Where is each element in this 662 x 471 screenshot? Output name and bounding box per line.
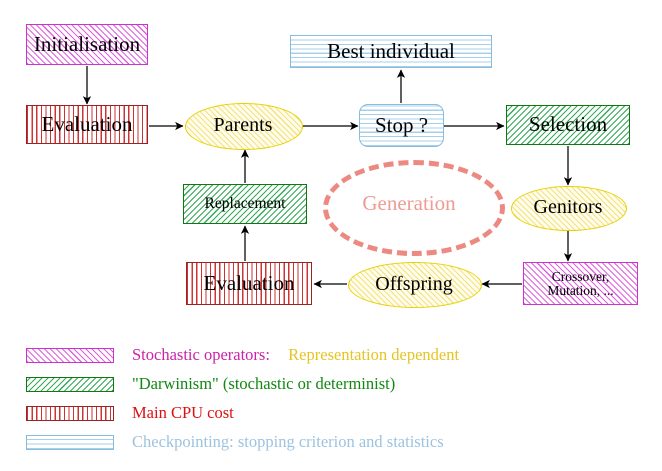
node-evaluation-bottom[interactable]: Evaluation: [186, 262, 312, 305]
node-stop[interactable]: Stop ?: [359, 104, 444, 147]
legend-label-representation-dependent: Representation dependent: [288, 345, 460, 364]
legend-row-checkpointing: Checkpointing: stopping criterion and st…: [0, 429, 640, 455]
node-replacement[interactable]: Replacement: [183, 184, 307, 224]
node-crossover-label-line1: Crossover,: [551, 268, 610, 284]
node-best-individual[interactable]: Best individual: [290, 35, 492, 68]
legend-swatch-blue-horizontal-hatch: [26, 434, 114, 450]
legend-row-stochastic-operators: Stochastic operators: Representation dep…: [0, 342, 640, 368]
genitors-ellipse-shape: [511, 186, 627, 231]
legend-swatch-red-vertical-hatch: [26, 405, 114, 421]
node-replacement-label: Replacement: [204, 195, 286, 213]
legend-label-stochastic-operators: Stochastic operators:: [132, 345, 270, 364]
node-parents[interactable]: Parents: [185, 103, 303, 150]
node-genitors-label: Genitors: [533, 196, 603, 218]
node-evaluation-top[interactable]: Evaluation: [26, 105, 148, 144]
node-evaluation-bottom-label: Evaluation: [203, 270, 295, 295]
node-evaluation-top-label: Evaluation: [41, 111, 133, 136]
node-crossover-label-line2: Mutation, ...: [547, 282, 614, 298]
node-initialisation-label: Initialisation: [33, 31, 141, 56]
legend-swatch-green-diagonal-hatch: [26, 376, 114, 392]
node-offspring-label: Offspring: [375, 272, 453, 295]
offspring-ellipse-shape: [348, 262, 482, 308]
legend-label-darwinism: "Darwinism" (stochastic or determinist): [132, 374, 396, 393]
node-parents-label: Parents: [213, 114, 273, 136]
node-selection[interactable]: Selection: [506, 105, 630, 145]
node-selection-label: Selection: [528, 112, 608, 137]
parents-ellipse-shape: [185, 103, 303, 150]
node-best-individual-label: Best individual: [327, 38, 455, 63]
legend-label-main-cpu-cost: Main CPU cost: [132, 403, 234, 422]
node-generation-loop: Generation: [323, 160, 505, 256]
legend-row-main-cpu-cost: Main CPU cost: [0, 400, 640, 426]
legend-row-darwinism: "Darwinism" (stochastic or determinist): [0, 371, 640, 397]
node-stop-label: Stop ?: [374, 112, 429, 137]
legend: Stochastic operators: Representation dep…: [0, 336, 662, 471]
generation-dashed-ellipse-shape: [323, 160, 505, 256]
legend-swatch-magenta-diagonal-hatch: [26, 347, 114, 363]
legend-label-checkpointing: Checkpointing: stopping criterion and st…: [132, 432, 444, 451]
node-generation-label: Generation: [362, 190, 456, 215]
node-crossover-mutation[interactable]: Crossover, Mutation, ...: [523, 262, 638, 305]
node-genitors[interactable]: Genitors: [511, 186, 627, 231]
node-initialisation[interactable]: Initialisation: [26, 24, 148, 65]
node-offspring[interactable]: Offspring: [348, 262, 482, 308]
